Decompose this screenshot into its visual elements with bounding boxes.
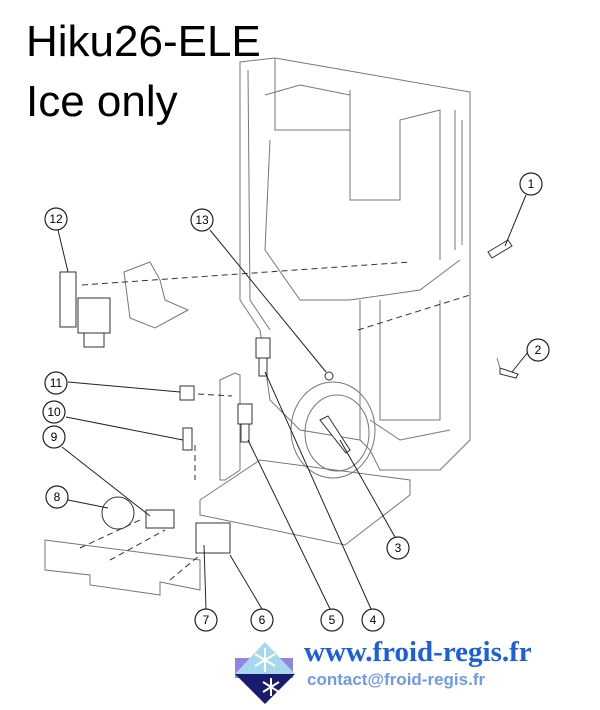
callout-2: 2 bbox=[526, 338, 550, 362]
svg-text:2: 2 bbox=[535, 343, 542, 357]
svg-text:7: 7 bbox=[203, 613, 210, 627]
part-6-capacitor bbox=[195, 522, 231, 554]
part-sensor-tube bbox=[487, 239, 513, 259]
evaporator-drum bbox=[290, 381, 376, 479]
part-8-thermostat bbox=[101, 496, 135, 530]
diagram-subtitle: Ice only bbox=[26, 77, 178, 126]
svg-text:6: 6 bbox=[259, 613, 266, 627]
svg-text:12: 12 bbox=[49, 212, 63, 226]
contact-email-link[interactable]: contact@froid-regis.fr bbox=[307, 670, 486, 689]
ice-bin-housing bbox=[239, 57, 471, 471]
callout-12: 12 bbox=[44, 207, 68, 231]
part-9-relay bbox=[145, 509, 175, 529]
callout-4: 4 bbox=[361, 608, 385, 632]
svg-text:8: 8 bbox=[54, 490, 61, 504]
part-water-valve-lower bbox=[237, 403, 253, 443]
diagram-title: Hiku26-ELE bbox=[26, 17, 261, 66]
callout-9: 9 bbox=[42, 425, 66, 449]
mounting-bracket bbox=[219, 372, 241, 481]
control-board-plate bbox=[44, 539, 201, 596]
callout-8: 8 bbox=[45, 485, 69, 509]
svg-text:13: 13 bbox=[195, 213, 209, 227]
part-water-valve-upper bbox=[255, 337, 271, 377]
motor-bracket bbox=[123, 261, 190, 329]
callout-5: 5 bbox=[320, 608, 344, 632]
part-11-switch bbox=[179, 385, 195, 401]
svg-text:1: 1 bbox=[528, 177, 535, 191]
svg-text:10: 10 bbox=[47, 405, 61, 419]
leader-lines bbox=[57, 194, 529, 610]
part-12-gearmotor bbox=[59, 271, 111, 348]
callout-6: 6 bbox=[250, 608, 274, 632]
part-10-connector bbox=[182, 427, 193, 451]
svg-text:5: 5 bbox=[329, 613, 336, 627]
svg-text:11: 11 bbox=[50, 376, 63, 390]
callout-10: 10 bbox=[42, 400, 66, 424]
base-plate bbox=[199, 459, 411, 546]
snowflake-logo bbox=[235, 642, 295, 704]
svg-text:3: 3 bbox=[395, 541, 402, 555]
callout-1: 1 bbox=[519, 172, 543, 196]
website-link[interactable]: www.froid-regis.fr bbox=[304, 636, 532, 668]
callout-7: 7 bbox=[194, 608, 218, 632]
callout-3: 3 bbox=[386, 536, 410, 560]
svg-text:4: 4 bbox=[370, 613, 377, 627]
svg-text:9: 9 bbox=[51, 430, 58, 444]
part-13-fitting bbox=[324, 371, 334, 381]
callout-13: 13 bbox=[190, 208, 214, 232]
callout-11: 11 bbox=[44, 371, 68, 395]
